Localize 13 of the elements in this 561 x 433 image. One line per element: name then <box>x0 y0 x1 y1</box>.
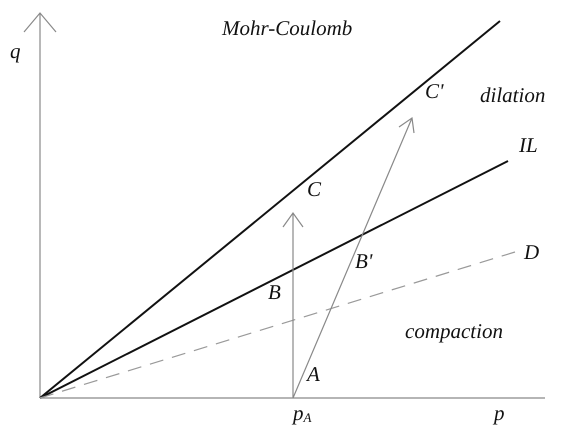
line-label: IL <box>519 134 538 156</box>
region-label: compaction <box>405 320 503 342</box>
line-label: D <box>524 241 540 263</box>
point-label: C <box>307 178 322 200</box>
axis-label: p <box>494 402 504 424</box>
point-label: C' <box>425 80 444 102</box>
line-label: Mohr-Coulomb <box>222 17 352 39</box>
point-label: B' <box>355 250 372 272</box>
point-label: A <box>307 363 320 385</box>
axis-label: q <box>10 40 20 62</box>
axis-label: p$_{A}$ <box>293 402 312 427</box>
region-label: dilation <box>480 84 546 106</box>
point-label: B <box>268 281 281 303</box>
